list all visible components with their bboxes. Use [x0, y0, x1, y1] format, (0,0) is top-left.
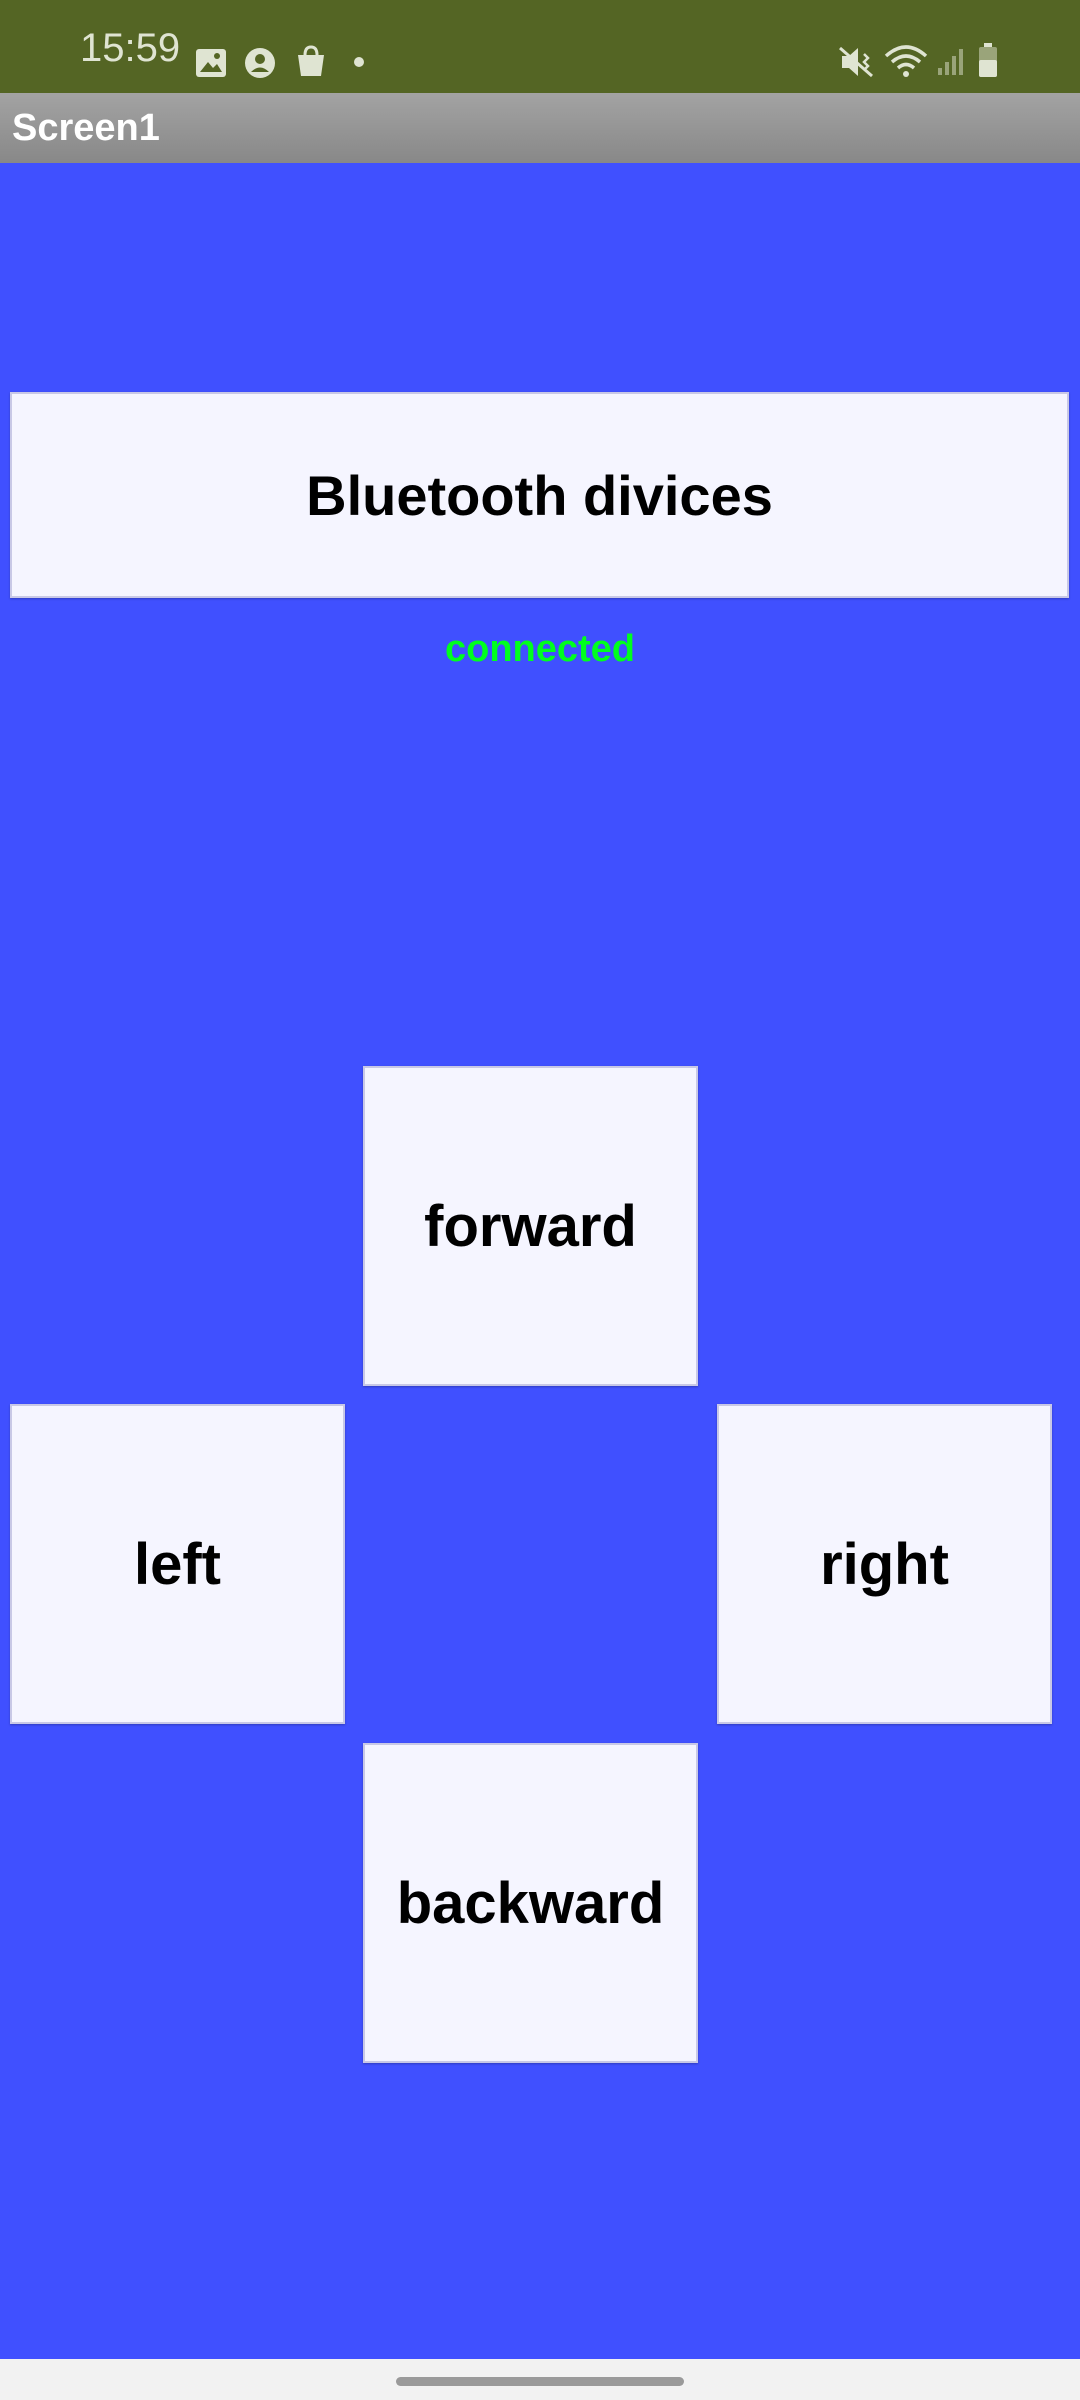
battery-icon [979, 43, 997, 77]
connection-status-label: connected [444, 628, 636, 670]
status-time: 15:59 [80, 26, 181, 70]
mute-vibrate-icon [839, 46, 873, 78]
right-button[interactable]: right [717, 1404, 1052, 1724]
account-circle-icon [245, 48, 275, 78]
left-button[interactable]: left [10, 1404, 345, 1724]
shopping-bag-icon [298, 45, 324, 76]
bluetooth-devices-button[interactable]: Bluetooth divices [10, 392, 1069, 598]
backward-button[interactable]: backward [363, 1743, 698, 2063]
notification-dot-icon [354, 57, 364, 67]
app-title-bar: Screen1 [0, 93, 1080, 163]
forward-button[interactable]: forward [363, 1066, 698, 1386]
screen-title: Screen1 [12, 107, 160, 149]
image-icon [196, 49, 226, 77]
home-gesture-handle[interactable] [396, 2377, 684, 2386]
signal-icon [938, 49, 963, 75]
status-bar: 15:59 [0, 0, 1080, 93]
navigation-bar [0, 2359, 1080, 2400]
wifi-icon [884, 45, 928, 77]
main-content: Bluetooth divices connected forward left… [0, 163, 1080, 2359]
